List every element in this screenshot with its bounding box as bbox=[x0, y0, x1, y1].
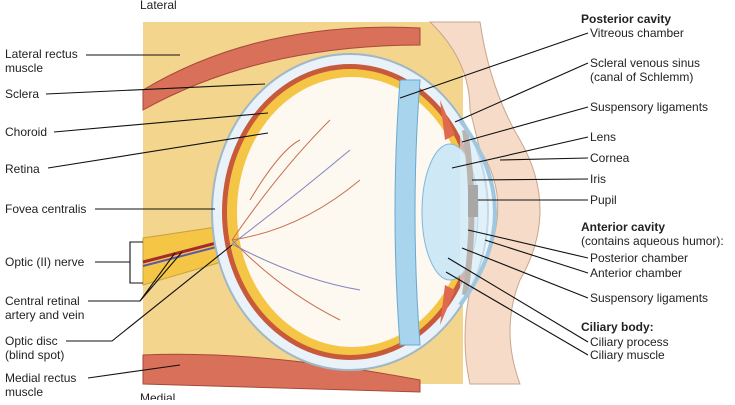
label-medial-rectus-2: muscle bbox=[5, 385, 43, 399]
label-suspensory-1: Suspensory ligaments bbox=[590, 100, 708, 114]
label-optic-disc-2: (blind spot) bbox=[5, 348, 64, 362]
label-ciliary-process: Ciliary process bbox=[590, 335, 669, 349]
label-iris: Iris bbox=[590, 172, 606, 186]
label-pupil: Pupil bbox=[590, 193, 617, 207]
label-medial-rectus: Medial rectus bbox=[5, 371, 76, 385]
label-fovea: Fovea centralis bbox=[5, 202, 86, 216]
label-ciliary-body: Ciliary body: bbox=[581, 320, 654, 334]
label-medial: Medial bbox=[140, 391, 175, 400]
label-lateral: Lateral bbox=[140, 0, 177, 12]
label-lateral-rectus-2: muscle bbox=[5, 61, 43, 75]
retinal-veins bbox=[231, 149, 361, 291]
medial-rectus-muscle bbox=[142, 353, 421, 393]
label-ciliary-muscle: Ciliary muscle bbox=[590, 348, 665, 362]
label-posterior-cavity: Posterior cavity bbox=[581, 12, 671, 26]
label-aqueous: (contains aqueous humor): bbox=[581, 234, 724, 248]
label-cornea: Cornea bbox=[590, 151, 630, 165]
ciliary-zonule bbox=[394, 79, 421, 346]
label-sclera: Sclera bbox=[5, 87, 39, 101]
label-anterior-cavity: Anterior cavity bbox=[581, 220, 665, 234]
label-anterior-chamber: Anterior chamber bbox=[590, 266, 682, 280]
label-scleral-sinus-2: (canal of Schlemm) bbox=[590, 70, 693, 84]
label-lateral-rectus: Lateral rectus bbox=[5, 47, 78, 61]
retinal-vessels bbox=[231, 119, 361, 321]
label-retina: Retina bbox=[5, 162, 40, 176]
label-optic-disc: Optic disc bbox=[5, 334, 58, 348]
central-retinal-vein bbox=[142, 243, 229, 267]
label-posterior-chamber: Posterior chamber bbox=[590, 251, 688, 265]
label-central-retinal: Central retinal bbox=[5, 294, 80, 308]
label-lens: Lens bbox=[590, 130, 616, 144]
label-suspensory-2: Suspensory ligaments bbox=[590, 291, 708, 305]
cornea bbox=[458, 118, 497, 307]
label-central-retinal-2: artery and vein bbox=[5, 308, 84, 322]
label-choroid: Choroid bbox=[5, 125, 47, 139]
lateral-rectus-muscle bbox=[142, 26, 421, 111]
label-scleral-sinus: Scleral venous sinus bbox=[590, 56, 700, 70]
label-optic-nerve: Optic (II) nerve bbox=[5, 255, 85, 269]
label-vitreous: Vitreous chamber bbox=[590, 26, 684, 40]
